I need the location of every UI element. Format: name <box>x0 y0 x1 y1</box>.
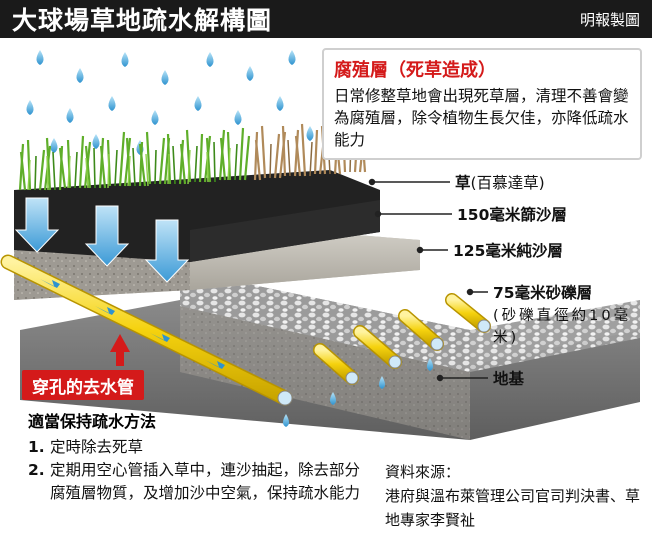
pipe-pointer-arrow <box>110 334 130 366</box>
method-number: 1. <box>28 438 45 456</box>
label-sand-125: 125毫米純沙層 <box>453 242 563 260</box>
water-drop-icon <box>234 110 242 125</box>
water-drop-icon <box>108 96 116 111</box>
infiltration-arrows <box>14 197 190 283</box>
down-arrow-icon <box>14 197 60 253</box>
down-arrow-icon <box>144 219 190 283</box>
graphic-credit: 明報製圖 <box>579 10 640 29</box>
water-drop-icon <box>288 50 296 65</box>
humus-layer-callout: 腐殖層（死草造成） 日常修整草地會出現死草層，清理不善會變為腐殖層，除令植物生長… <box>322 48 642 160</box>
label-gravel: 75毫米砂礫層 <box>493 284 593 302</box>
water-drop-icon <box>283 414 289 427</box>
water-drop-icon <box>121 52 129 67</box>
water-drop-icon <box>206 52 214 67</box>
method-item: 1. 定時除去死草 <box>28 436 368 459</box>
flow-arrow-icon <box>150 333 170 342</box>
down-arrow-icon <box>84 205 130 267</box>
drip-drops <box>283 358 433 427</box>
callout-title: 腐殖層（死草造成） <box>334 60 496 81</box>
label-sand-150: 150毫米篩沙層 <box>457 206 567 224</box>
method-item: 2. 定期用空心管插入草中，連沙抽起，除去部分腐殖層物質，及增加沙中空氣，保持疏… <box>28 459 368 505</box>
water-drop-icon <box>194 96 202 111</box>
water-drop-icon <box>76 68 84 83</box>
callout-body: 日常修整草地會出現死草層，清理不善會變為腐殖層，除令植物生長欠佳，亦降低疏水能力 <box>334 87 629 149</box>
water-drop-icon <box>66 108 74 123</box>
source-note: 資料來源： 港府與溫布萊管理公司官司判決書、草地專家李賢祉 <box>385 460 645 532</box>
water-drop-icon <box>161 70 169 85</box>
drainage-cross-section <box>0 50 640 440</box>
label-grass-name: 草 <box>455 174 471 192</box>
method-text: 定期用空心管插入草中，連沙抽起，除去部分腐殖層物質，及增加沙中空氣，保持疏水能力 <box>50 461 361 502</box>
title-bar: 大球場草地疏水解構圖 明報製圖 <box>0 0 652 38</box>
water-drop-icon <box>92 134 100 149</box>
methods-title: 適當保持疏水方法 <box>28 412 157 431</box>
source-label: 資料來源： <box>385 463 461 481</box>
water-drop-icon <box>276 96 284 111</box>
method-number: 2. <box>28 461 45 479</box>
method-text: 定時除去死草 <box>50 438 144 456</box>
rain-drops <box>26 50 314 155</box>
water-drop-icon <box>151 110 159 125</box>
main-drain-pipe <box>0 254 293 406</box>
water-drop-icon <box>379 376 385 389</box>
water-drop-icon <box>50 138 58 153</box>
water-drop-icon <box>306 126 314 141</box>
source-text: 港府與溫布萊管理公司官司判決書、草地專家李賢祉 <box>385 487 641 529</box>
maintenance-methods: 適當保持疏水方法 1. 定時除去死草 2. 定期用空心管插入草中，連沙抽起，除去… <box>28 408 368 505</box>
water-drop-icon <box>26 100 34 115</box>
flow-arrow-icon <box>205 360 225 369</box>
branch-pipes <box>313 293 491 385</box>
flow-arrow-icon <box>40 279 60 288</box>
pipe-label-badge: 穿孔的去水管 <box>22 370 144 400</box>
label-base: 地基 <box>493 370 525 388</box>
label-gravel-note: (砂礫直徑約10毫米) <box>493 308 632 346</box>
ground-base-layer <box>20 300 640 440</box>
label-grass-note: (百慕達草) <box>470 174 545 192</box>
water-drop-icon <box>36 50 44 65</box>
water-drop-icon <box>330 392 336 405</box>
label-grass: 草(百慕達草) <box>455 171 545 193</box>
water-drop-icon <box>427 358 433 371</box>
leader-lines <box>368 178 488 382</box>
page-title: 大球場草地疏水解構圖 <box>12 6 273 35</box>
water-drop-icon <box>246 66 254 81</box>
flow-arrow-icon <box>95 306 115 315</box>
